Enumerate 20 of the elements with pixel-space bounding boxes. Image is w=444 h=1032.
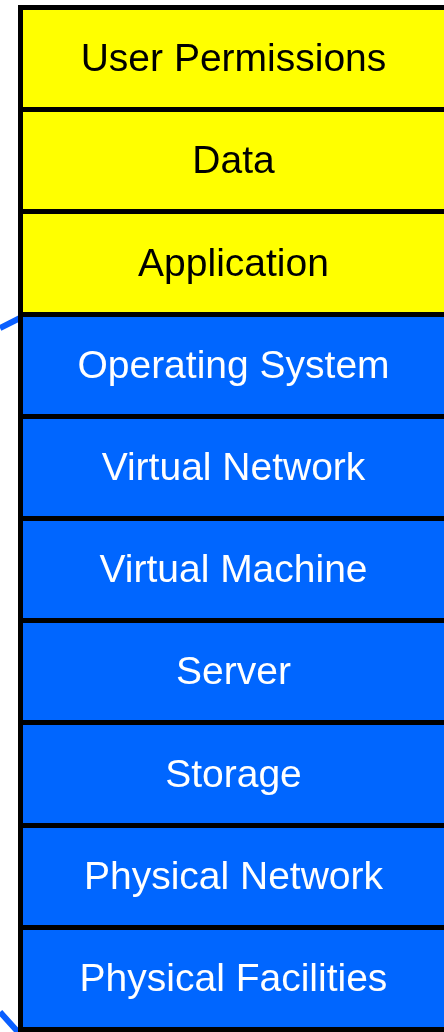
layer-label: Operating System <box>77 341 390 388</box>
layer-box <box>23 418 444 521</box>
layer-box <box>23 929 444 1032</box>
layer-label: User Permissions <box>80 35 387 82</box>
layer-box <box>23 827 444 930</box>
layer-label: Storage <box>165 750 302 797</box>
layer-label: Server <box>176 648 291 695</box>
layer-label: Physical Facilities <box>79 955 388 1002</box>
layer-box <box>23 10 444 113</box>
layer-label: Virtual Network <box>101 444 366 491</box>
layer-box <box>23 725 444 828</box>
layer-label: Data <box>192 137 275 184</box>
layer-box <box>23 623 444 726</box>
layer-label: Physical Network <box>83 852 384 899</box>
layer-box <box>23 521 444 624</box>
layer-label: Virtual Machine <box>99 546 368 593</box>
layer-box <box>23 316 444 419</box>
layer-label: Application <box>138 239 329 286</box>
layer-box <box>23 112 444 215</box>
layer-box <box>23 214 444 317</box>
